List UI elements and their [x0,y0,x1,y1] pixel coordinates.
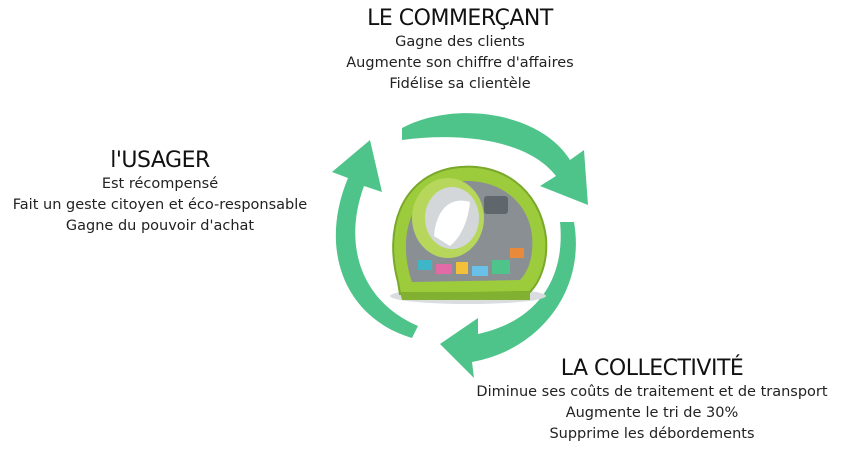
collectivite-line-3: Supprime les débordements [549,426,755,442]
collectivite-title: LA COLLECTIVITÉ [560,356,744,381]
commercant-title: LE COMMERÇANT [367,6,553,31]
usager-line-3: Gagne du pouvoir d'achat [65,218,255,234]
cycle-arrow-left [332,140,418,338]
commercant-line-1: Gagne des clients [395,34,525,50]
usager-line-1: Est récompensé [101,176,219,192]
collectivite-line-1: Diminue ses coûts de traitement et de tr… [476,384,828,400]
cycle-arrow-top-right [402,113,588,205]
usager-title: l'USAGER [110,148,210,173]
commercant-line-2: Augmente son chiffre d'affaires [346,55,574,71]
commercant-block: LE COMMERÇANT Gagne des clients Augmente… [300,6,620,95]
usager-line-2: Fait un geste citoyen et éco-responsable [12,197,308,213]
collectivite-line-2: Augmente le tri de 30% [565,405,739,421]
commercant-line-3: Fidélise sa clientèle [389,76,531,92]
recycling-machine [390,165,548,304]
collectivite-block: LA COLLECTIVITÉ Diminue ses coûts de tra… [462,356,842,445]
usager-block: l'USAGER Est récompensé Fait un geste ci… [0,148,320,237]
cycle-arrow-bottom-right [440,222,576,378]
